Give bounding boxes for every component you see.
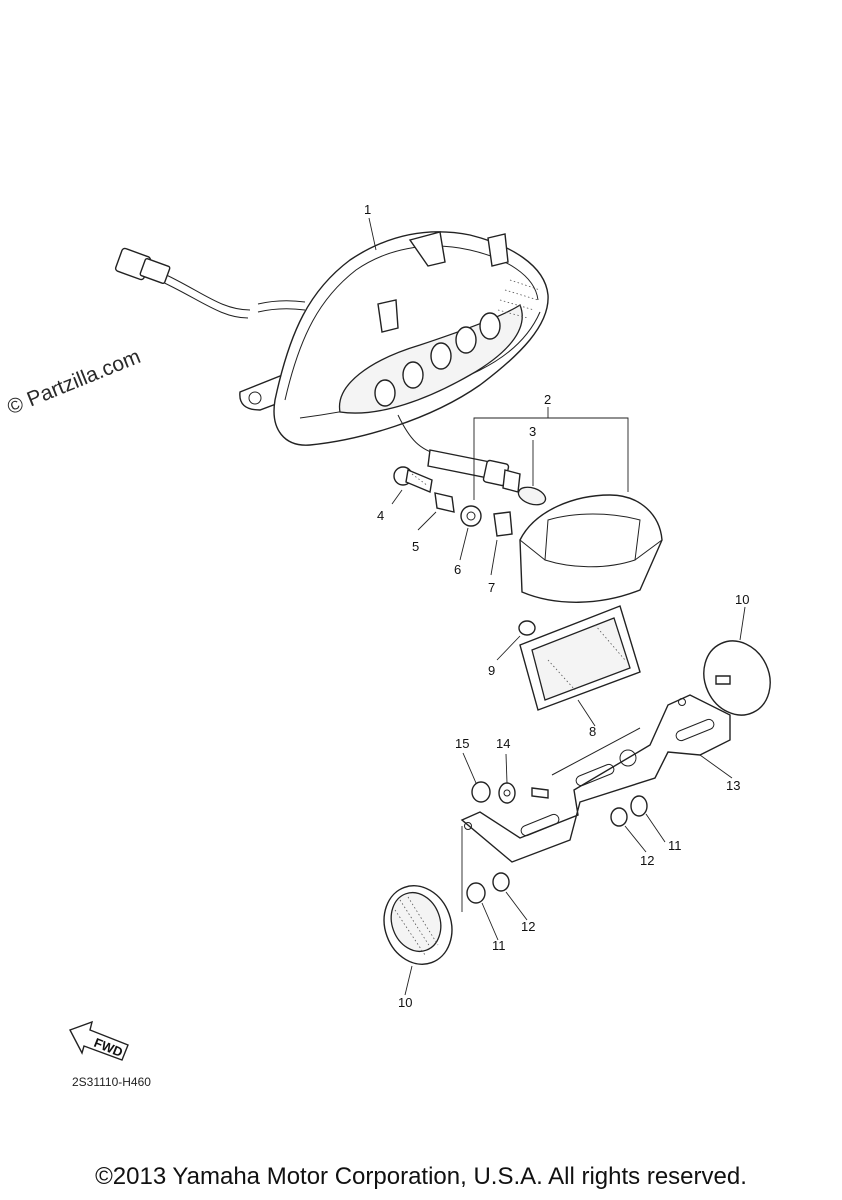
callout-12-lower: 12 xyxy=(521,919,535,934)
callout-11-lower: 11 xyxy=(492,938,506,953)
callout-2-bracket xyxy=(473,417,629,500)
callout-1: 1 xyxy=(364,202,371,217)
reflector-bracket xyxy=(460,694,731,863)
callout-8: 8 xyxy=(589,724,596,739)
leader-lines xyxy=(368,217,746,996)
callout-15: 15 xyxy=(455,736,469,751)
callout-7: 7 xyxy=(488,580,495,595)
side-reflector-left xyxy=(383,885,453,965)
diagram-code: 2S31110-H460 xyxy=(72,1075,151,1089)
callout-12-upper: 12 xyxy=(640,853,654,868)
callout-2: 2 xyxy=(544,392,551,407)
copyright-notice: ©2013 Yamaha Motor Corporation, U.S.A. A… xyxy=(95,1163,747,1190)
tail-light-assembly xyxy=(114,231,549,456)
callout-9: 9 xyxy=(488,663,495,678)
callout-10-upper: 10 xyxy=(735,592,749,607)
fwd-label: FWD xyxy=(92,1035,125,1060)
mounting-hardware xyxy=(393,466,513,537)
callout-3: 3 xyxy=(529,424,536,439)
license-plate-reflector xyxy=(518,605,641,711)
callout-5: 5 xyxy=(412,539,419,554)
nuts-and-washers xyxy=(466,781,648,904)
side-reflector-right xyxy=(703,640,771,716)
callout-numbers: 1 2 3 4 5 6 7 8 9 10 10 11 11 12 12 13 1… xyxy=(364,202,749,1010)
callout-13: 13 xyxy=(726,778,740,793)
callout-14: 14 xyxy=(496,736,510,751)
callout-4: 4 xyxy=(377,508,384,523)
lens-cover xyxy=(519,494,663,603)
callout-10-lower: 10 xyxy=(398,995,412,1010)
bulb-socket xyxy=(427,449,547,506)
fwd-arrow-icon: FWD xyxy=(69,1020,129,1061)
callout-6: 6 xyxy=(454,562,461,577)
callout-11-upper: 11 xyxy=(668,838,682,853)
